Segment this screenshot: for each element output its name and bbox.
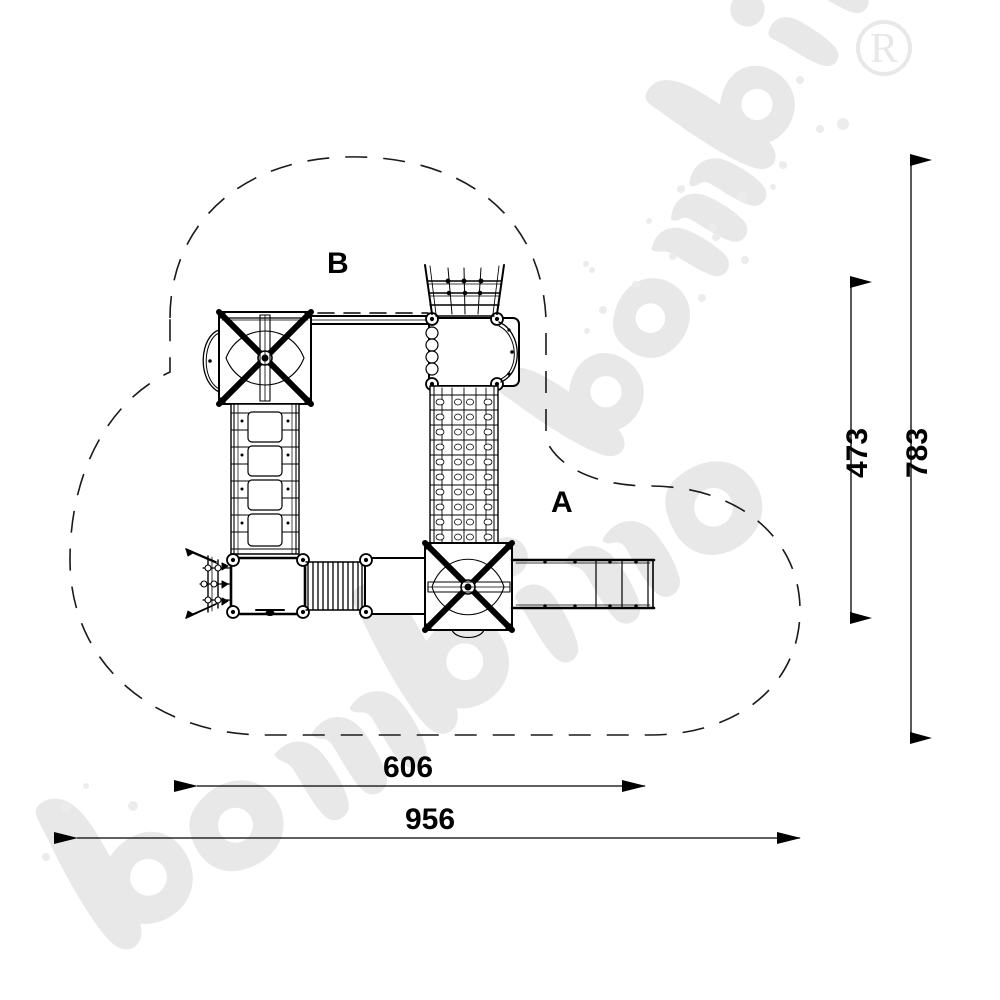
top-bridge <box>310 312 433 325</box>
bottom-left-platform <box>226 553 310 619</box>
bottom-middle-platform <box>359 553 428 619</box>
left-end-ladder <box>185 548 232 619</box>
left-step-bridge <box>230 403 300 555</box>
central-roofed-tower <box>422 540 515 639</box>
left-tower-side-arc <box>202 329 220 393</box>
upper-right-tower <box>425 312 520 391</box>
dimension-label-473: 473 <box>841 427 874 478</box>
dimension-lines <box>54 154 932 844</box>
dimension-label-783: 783 <box>901 427 934 478</box>
dimension-label-956: 956 <box>405 803 456 836</box>
flexible-tunnel <box>305 561 364 611</box>
registered-trademark-icon: R <box>856 20 912 76</box>
watermark-dots <box>42 76 849 861</box>
zone-label-a: A <box>551 486 573 519</box>
left-tower-roof <box>216 309 314 407</box>
center-climbing-net <box>429 385 499 547</box>
svg-text:R: R <box>870 26 898 72</box>
left-tower-top-rail <box>221 317 309 321</box>
dimension-label-606: 606 <box>383 751 434 784</box>
top-access-net <box>424 264 505 315</box>
safety-zone-outline <box>69 156 801 736</box>
playground-equipment <box>185 264 656 639</box>
right-slide <box>510 558 656 610</box>
zone-label-b: B <box>327 247 349 280</box>
